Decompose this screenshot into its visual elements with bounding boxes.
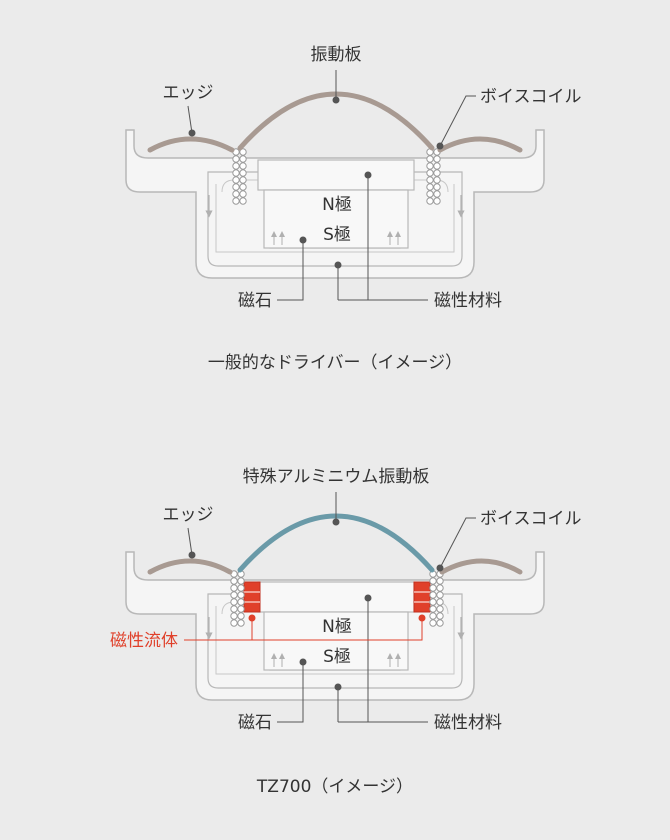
diagram1-n-pole-label: N極 (322, 195, 352, 215)
diagram1-magnet-label: 磁石 (238, 291, 272, 311)
diagram1-voice-coil-label: ボイスコイル (480, 87, 582, 107)
diagram-general-driver: 振動板 エッジ ボイスコイル N極 S極 磁石 磁性材料 一般的なドライバー（イ… (125, 45, 582, 373)
magnetic-circuit (207, 171, 463, 267)
diagram2-magnet-label: 磁石 (238, 713, 272, 733)
diagram1-edge-label: エッジ (163, 83, 214, 103)
diagram-tz700: 特殊アルミニウム振動板 エッジ ボイスコイル N極 S極 磁性流体 磁石 磁性材… (110, 467, 582, 797)
diagram2-magnetic-material-label: 磁性材料 (434, 713, 502, 733)
diagram1-magnetic-material-label: 磁性材料 (434, 291, 502, 311)
diagram1-caption: 一般的なドライバー（イメージ） (208, 353, 462, 373)
edge-right (439, 558, 523, 575)
diagram2-title: 特殊アルミニウム振動板 (243, 467, 430, 487)
magnetic-fluid-left (243, 581, 261, 613)
voice-coil-left (232, 148, 247, 205)
pole-plate (257, 159, 415, 191)
magnetic-fluid-right (413, 581, 431, 613)
diagram1-s-pole-label: S極 (323, 225, 351, 245)
voice-coil-right (426, 148, 441, 205)
voice-coil-right (429, 570, 444, 627)
pole-plate (257, 581, 415, 613)
diagram2-magnetic-fluid-label: 磁性流体 (110, 631, 178, 651)
edge-left (147, 136, 235, 153)
voice-coil-left (230, 570, 245, 627)
magnet-block (263, 189, 409, 249)
diagram2-n-pole-label: N極 (322, 617, 352, 637)
diagram2-s-pole-label: S極 (323, 647, 351, 667)
diagram2-edge-label: エッジ (163, 505, 214, 525)
diagram2-caption: TZ700（イメージ） (256, 777, 413, 797)
edge-left (147, 558, 233, 575)
edge-right (437, 136, 523, 153)
magnet-block (263, 611, 409, 671)
diagram2-voice-coil-label: ボイスコイル (480, 509, 582, 529)
diagram1-title: 振動板 (311, 45, 362, 65)
